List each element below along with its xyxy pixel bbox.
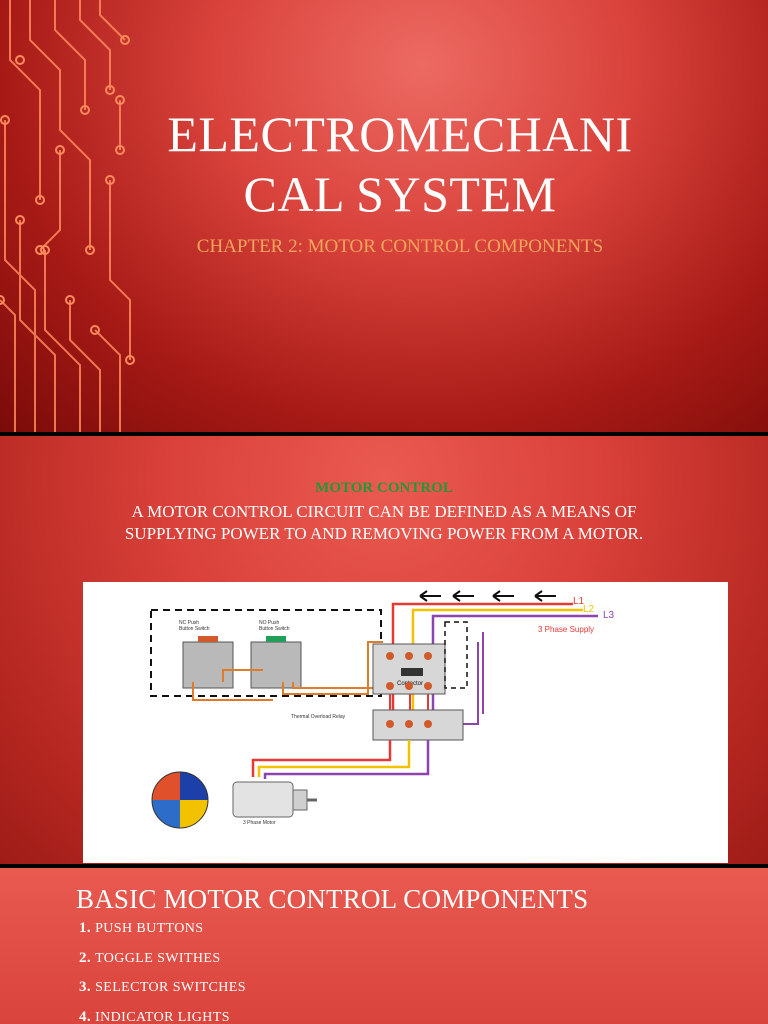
motor-label: 3 Phase Motor: [243, 820, 276, 826]
list-item: 1.PUSH BUTTONS: [79, 920, 204, 936]
slide-title: ELECTROMECHANI CAL SYSTEM: [100, 104, 700, 224]
slide-title-line-1: ELECTROMECHANI: [167, 106, 633, 162]
motor-control-slide: MOTOR CONTROL A MOTOR CONTROL CIRCUIT CA…: [0, 436, 768, 864]
supply-direction-arrows: [419, 590, 556, 602]
no-label-1: NO Push: [259, 620, 280, 626]
three-phase-motor: 3 Phase Motor: [232, 781, 317, 826]
section-heading: MOTOR CONTROL: [315, 480, 453, 496]
no-label-2: Button Switch: [259, 626, 290, 632]
list-item: 2.TOGGLE SWITHES: [79, 949, 221, 966]
wiring-diagram-svg: L1 L2 L3 3 Phase Supply NC Push Button S…: [150, 590, 615, 829]
motor-control-diagram: L1 L2 L3 3 Phase Supply NC Push Button S…: [83, 582, 728, 863]
supply-label: 3 Phase Supply: [538, 625, 594, 634]
definition-text: A MOTOR CONTROL CIRCUIT CAN BE DEFINED A…: [124, 502, 644, 543]
components-list: 1.PUSH BUTTONS 2.TOGGLE SWITHES 3.SELECT…: [79, 920, 246, 1024]
nc-push-button: NC Push Button Switch: [179, 620, 234, 689]
contactor: Contactor: [372, 643, 446, 695]
phase-rotation-wheel: [151, 771, 209, 829]
components-title: BASIC MOTOR CONTROL COMPONENTS: [76, 884, 589, 914]
nc-label-1: NC Push: [179, 620, 199, 626]
slide-title-line-2: CAL SYSTEM: [243, 166, 557, 222]
l2-label: L2: [583, 604, 595, 615]
l1-label: L1: [573, 596, 585, 607]
components-slide: BASIC MOTOR CONTROL COMPONENTS 1.PUSH BU…: [0, 868, 768, 1024]
nc-label-2: Button Switch: [179, 626, 210, 632]
circuit-trace-decoration: [0, 0, 135, 432]
overload-label: Thermal Overload Relay: [291, 714, 346, 720]
thermal-overload-relay: Thermal Overload Relay: [291, 709, 464, 741]
l3-label: L3: [603, 610, 615, 621]
no-push-button: NO Push Button Switch: [250, 620, 302, 689]
list-item: 3.SELECTOR SWITCHES: [79, 979, 246, 995]
list-item: 4.INDICATOR LIGHTS: [79, 1008, 230, 1024]
slide-subtitle: CHAPTER 2: MOTOR CONTROL COMPONENTS: [196, 236, 604, 257]
title-slide: ELECTROMECHANI CAL SYSTEM CHAPTER 2: MOT…: [0, 0, 768, 432]
